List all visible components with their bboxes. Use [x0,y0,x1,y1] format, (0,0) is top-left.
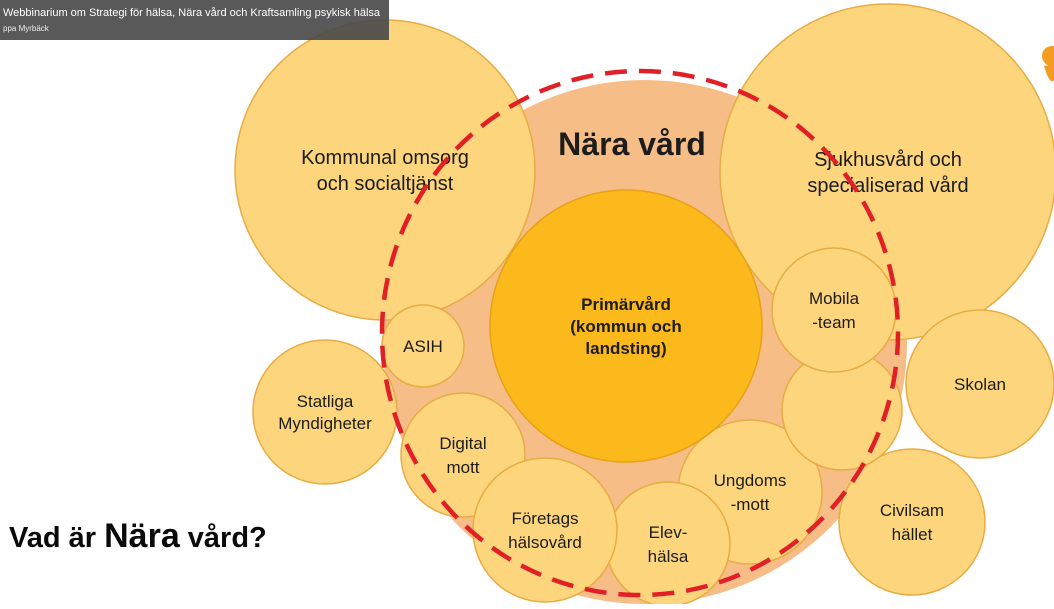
bubble-label-primarvard: (kommun och [570,317,681,336]
heading-suffix: vård? [179,522,267,554]
bubble-label-ungdoms: Ungdoms [714,471,787,490]
bubble-label-ungdoms: -mott [731,495,770,514]
bubble-label-asih: ASIH [403,337,443,356]
bubble-label-elev: Elev- [649,523,688,542]
logo-icon [1042,46,1054,82]
bubble-label-civilsam: Civilsam [880,501,944,520]
bubble-label-mobila: Mobila [809,289,860,308]
bubble-label-mobila: -team [812,313,855,332]
bubble-elev [605,481,731,607]
heading-emphasis: Nära [104,517,180,555]
bubble-label-primarvard: landsting) [585,339,666,358]
video-presenter: ppa Myrbäck [3,24,49,33]
bubble-civilsam [838,448,986,596]
bubble-label-kommunal: och socialtjänst [317,173,454,195]
video-title: Webbinarium om Strategi för hälsa, Nära … [3,7,381,19]
bubble-foretags [472,457,618,603]
slide-heading: Vad är Nära vård? [9,517,267,556]
bubble-label-foretags: hälsovård [508,533,582,552]
nara-vard-label: Nära vård [558,126,706,162]
bubble-kommunal [234,19,536,321]
bubble-label-skolan: Skolan [954,375,1006,394]
bubble-label-sjukhus: Sjukhusvård och [814,149,962,171]
dashed-boundary-ring [379,68,901,598]
bubble-label-digital: mott [446,458,479,477]
bubble-label-statliga: Statliga [297,392,354,411]
bubble-statliga [252,339,398,485]
bubble-label-foretags: Företags [511,509,578,528]
bubble-label-primarvard: Primärvård [581,295,671,314]
bubble-label-elev: hälsa [648,547,689,566]
bubble-mobila [771,247,897,373]
bubble-label-civilsam: hället [892,525,933,544]
bubble-label-sjukhus: specialiserad vård [807,175,968,197]
bubble-primarvard [489,189,763,463]
video-title-bar: Webbinarium om Strategi för hälsa, Nära … [0,0,389,40]
bubble-label-kommunal: Kommunal omsorg [301,147,469,169]
bubble-label-statliga: Myndigheter [278,414,372,433]
bubble-label-digital: Digital [439,434,486,453]
bubble-skolan [905,309,1054,459]
heading-prefix: Vad är [9,522,105,554]
